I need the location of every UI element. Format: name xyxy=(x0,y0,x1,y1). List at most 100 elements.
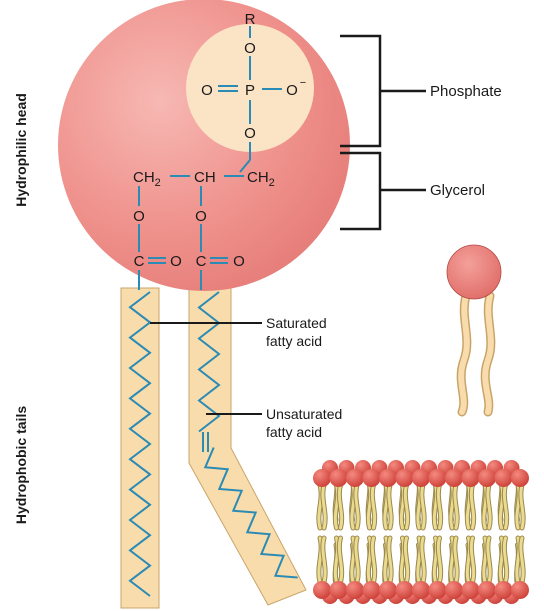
bilayer-head-top xyxy=(412,469,430,487)
bilayer-head-bottom xyxy=(329,581,348,599)
saturated-label-line1: Saturated xyxy=(266,315,327,331)
hydrophobic-tails-label: Hydrophobic tails xyxy=(13,406,29,524)
oxygen-top-text: O xyxy=(244,40,256,57)
bilayer-head-top xyxy=(461,469,480,487)
bilayer-tail-bottom-inner xyxy=(502,536,509,584)
oxygen-ester-left-text: O xyxy=(133,208,145,225)
bilayer-tail-bottom-inner xyxy=(519,536,525,584)
bilayer-head-bottom xyxy=(362,581,381,599)
bilayer-tail-bottom-inner xyxy=(482,536,488,584)
bilayer-tail-top-inner xyxy=(321,483,327,530)
bilayer-tail-bottom-inner xyxy=(366,536,373,584)
bilayer-tail-bottom-inner xyxy=(416,536,422,584)
carbon-right-text: C xyxy=(196,253,207,270)
bilayer-tail-bottom-inner xyxy=(317,536,323,584)
bilayer-head-top xyxy=(494,469,513,487)
bilayer-tail-top-inner xyxy=(502,483,509,530)
bilayer-head-top xyxy=(511,469,529,487)
glycerol-label: Glycerol xyxy=(430,182,485,199)
bilayer-tail-top-inner xyxy=(337,483,344,530)
bilayer-tail-bottom-inner xyxy=(337,536,344,584)
minus-sign-text: − xyxy=(300,77,306,89)
ch2-right-text: CH2 xyxy=(247,169,275,189)
unsaturated-label-line2: fatty acid xyxy=(266,424,322,440)
bilayer-tail-bottom-inner xyxy=(387,536,393,584)
bilayer-tail-bottom-inner xyxy=(399,536,406,584)
bilayer-tail-top-inner xyxy=(350,483,356,530)
phosphate-structure xyxy=(218,26,282,173)
bilayer-tail-top-inner xyxy=(449,483,455,530)
bilayer-tail-top-inner xyxy=(482,483,488,530)
bilayer-tail-bottom-inner xyxy=(465,536,472,584)
bilayer-tail-bottom-inner xyxy=(515,536,521,584)
hydrophilic-head-label: Hydrophilic head xyxy=(13,93,29,207)
bilayer-tail-top-inner xyxy=(465,483,472,530)
bilayer-head-top xyxy=(346,469,364,487)
saturated-chain xyxy=(128,291,152,597)
phosphate-bracket xyxy=(340,34,426,148)
bilayer-tail-top-inner xyxy=(515,483,521,530)
bilayer-head-bottom xyxy=(461,581,480,599)
oxygen-ester-right-text: O xyxy=(195,208,207,225)
bilayer-tail-bottom-inner xyxy=(354,536,360,584)
oxygen-right-text: O xyxy=(286,82,298,99)
bilayer-tail-bottom-inner xyxy=(321,536,327,584)
bilayer-head-top xyxy=(313,469,331,487)
bilayer-head-bottom xyxy=(313,581,331,599)
r-group-text: R xyxy=(245,11,256,28)
carbonyl-oxygen-left-text: O xyxy=(170,253,182,270)
bilayer-tail-bottom-inner xyxy=(333,536,340,584)
ch2-left-text: CH2 xyxy=(133,169,161,189)
glycerol-bonds xyxy=(138,175,244,290)
bilayer-head-top xyxy=(428,469,447,487)
bilayer-tail-top-inner xyxy=(453,483,459,530)
bilayer-tail-bottom-inner xyxy=(486,536,492,584)
bilayer-tail-top-inner xyxy=(403,483,410,530)
bilayer-tail-bottom-inner xyxy=(350,536,356,584)
carbon-left-text: C xyxy=(134,253,145,270)
unsaturated-chain-lower xyxy=(203,447,298,579)
bilayer-tail-top-inner xyxy=(366,483,373,530)
bilayer-tail-top-inner xyxy=(317,483,323,530)
bilayer-head-bottom xyxy=(346,581,364,599)
bilayer-head-top xyxy=(329,469,348,487)
bilayer-head-bottom xyxy=(445,581,463,599)
bilayer-tail-bottom-inner xyxy=(383,536,389,584)
bilayer-tail-bottom-inner xyxy=(453,536,459,584)
bilayer-head-top xyxy=(395,469,414,487)
bilayer-tail-top-inner xyxy=(383,483,389,530)
glycerol-bracket xyxy=(340,151,426,231)
bilayer-head-bottom xyxy=(478,581,496,599)
bilayer-head-top xyxy=(445,469,463,487)
bilayer-tail-bottom-inner xyxy=(432,536,439,584)
phosphate-label: Phosphate xyxy=(430,83,502,100)
bilayer-tail-top-inner xyxy=(436,483,443,530)
bilayer-tail-top-inner xyxy=(416,483,422,530)
ch-middle-text: CH xyxy=(194,169,216,186)
oxygen-left-text: O xyxy=(201,82,213,99)
bilayer-head-top xyxy=(362,469,381,487)
bilayer-head-bottom xyxy=(412,581,430,599)
bilayer-tail-bottom-inner xyxy=(420,536,426,584)
bilayer-tail-bottom-inner xyxy=(436,536,443,584)
bilayer-tail-top-inner xyxy=(469,483,476,530)
bilayer-tail-bottom-inner xyxy=(498,536,505,584)
bilayer-tail-bottom-inner xyxy=(403,536,410,584)
lipid-bilayer xyxy=(313,460,529,604)
bilayer-tail-top-inner xyxy=(354,483,360,530)
bilayer-head-bottom xyxy=(379,581,397,599)
carbonyl-oxygen-right-text: O xyxy=(233,253,245,270)
bilayer-tail-top-inner xyxy=(387,483,393,530)
bilayer-head-bottom xyxy=(428,581,447,599)
bilayer-tail-top-inner xyxy=(370,483,377,530)
saturated-tail xyxy=(120,287,160,609)
bilayer-tail-bottom-inner xyxy=(469,536,476,584)
phosphate-group-circle xyxy=(186,24,314,152)
bilayer-tail-top-inner xyxy=(486,483,492,530)
bilayer-tail-top-inner xyxy=(519,483,525,530)
bilayer-tail-top-inner xyxy=(420,483,426,530)
bilayer-tail-top-inner xyxy=(498,483,505,530)
bilayer-head-bottom xyxy=(494,581,513,599)
bilayer-tail-top-inner xyxy=(432,483,439,530)
